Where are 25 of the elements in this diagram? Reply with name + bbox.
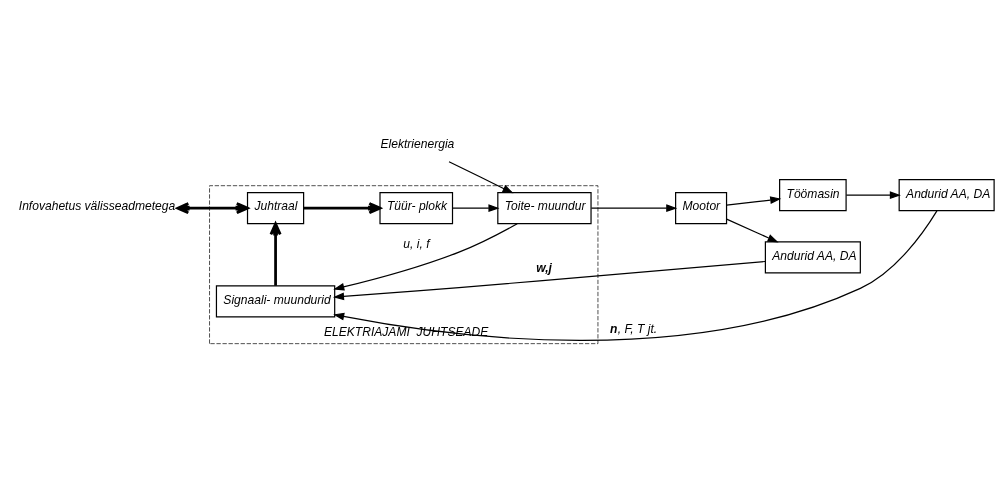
node-text: Elektrienergia	[380, 136, 455, 151]
node-box: Juhtraal	[246, 191, 305, 224]
node-box: Andurid AA, DA	[764, 240, 861, 273]
node-text: Infovahetus välisseadmetega	[18, 198, 176, 213]
node-box: Töömasin	[779, 178, 847, 211]
edge-label: u, i, f	[403, 236, 430, 251]
arrow	[452, 203, 500, 212]
edge-label: w,j	[536, 260, 552, 275]
arrow	[333, 260, 766, 300]
node-box: Andurid AA, DA	[898, 178, 995, 211]
edge-label: n, F, T jt.	[610, 321, 658, 336]
node-box: Toite- muundur	[497, 191, 592, 224]
arrow	[333, 209, 938, 341]
arrow	[269, 222, 282, 286]
arrow	[333, 222, 518, 291]
node-box: Mootor	[675, 191, 728, 224]
node-box: Signaali- muundurid	[215, 284, 336, 317]
arrow	[726, 218, 779, 242]
arrow	[448, 160, 514, 193]
arrow	[303, 201, 382, 214]
node-box: Tüür- plokk	[379, 191, 454, 224]
arrow	[176, 201, 249, 214]
arrow	[845, 190, 901, 199]
arrow	[726, 195, 782, 206]
arrow	[590, 203, 678, 212]
